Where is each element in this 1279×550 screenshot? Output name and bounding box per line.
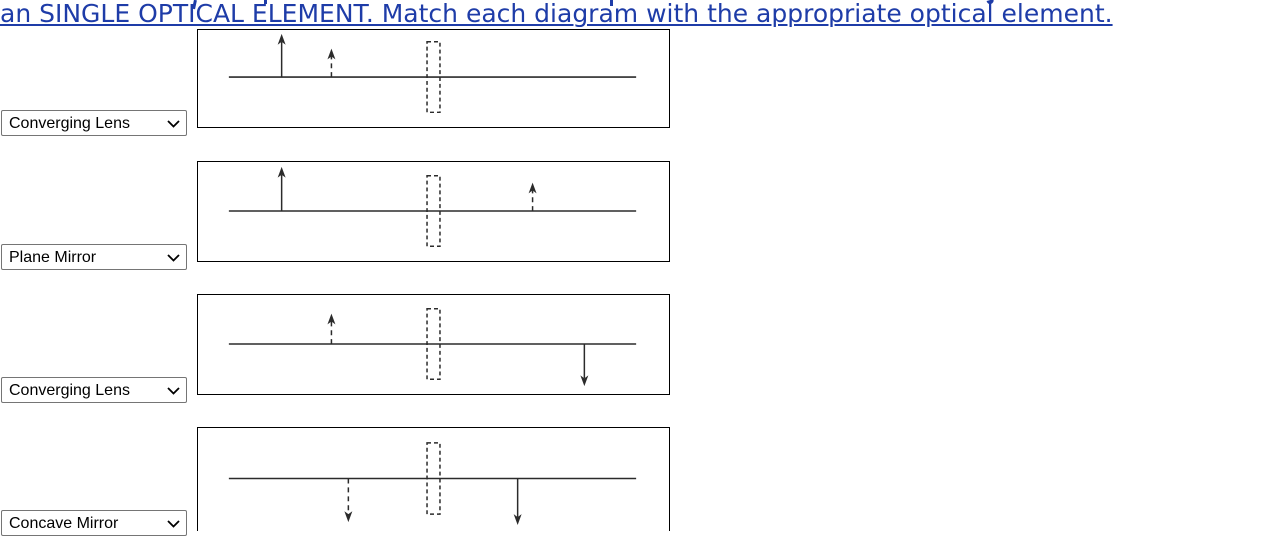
optical-element-plane (426, 174, 441, 248)
clipped-line-fragment (264, 0, 267, 4)
image-arrow (344, 478, 353, 523)
question-1-answer: Converging Lens (1, 110, 187, 136)
optical-diagram-1 (197, 29, 670, 128)
object-arrow (580, 344, 589, 387)
question-2-answer: Plane Mirror (1, 244, 187, 270)
object-arrow (513, 478, 522, 526)
object-arrow (277, 166, 286, 212)
optical-element-select-3[interactable]: Converging Lens (1, 377, 187, 403)
image-arrow (528, 182, 537, 212)
image-arrow (327, 48, 336, 78)
optical-diagram-4 (197, 427, 670, 531)
clipped-line-fragment (610, 0, 613, 6)
optical-element-select-2[interactable]: Plane Mirror (1, 244, 187, 270)
page-title: an SINGLE OPTICAL ELEMENT. Match each di… (0, 0, 1113, 28)
object-arrow (277, 33, 286, 78)
image-arrow (327, 313, 336, 345)
optical-diagram-2 (197, 161, 670, 262)
optical-element-select-4[interactable]: Concave Mirror (1, 510, 187, 536)
optical-element-select-1[interactable]: Converging Lens (1, 110, 187, 136)
optical-element-plane (426, 41, 441, 114)
optical-diagram-3 (197, 294, 670, 395)
question-3-answer: Converging Lens (1, 377, 187, 403)
question-4-answer: Concave Mirror (1, 510, 187, 536)
